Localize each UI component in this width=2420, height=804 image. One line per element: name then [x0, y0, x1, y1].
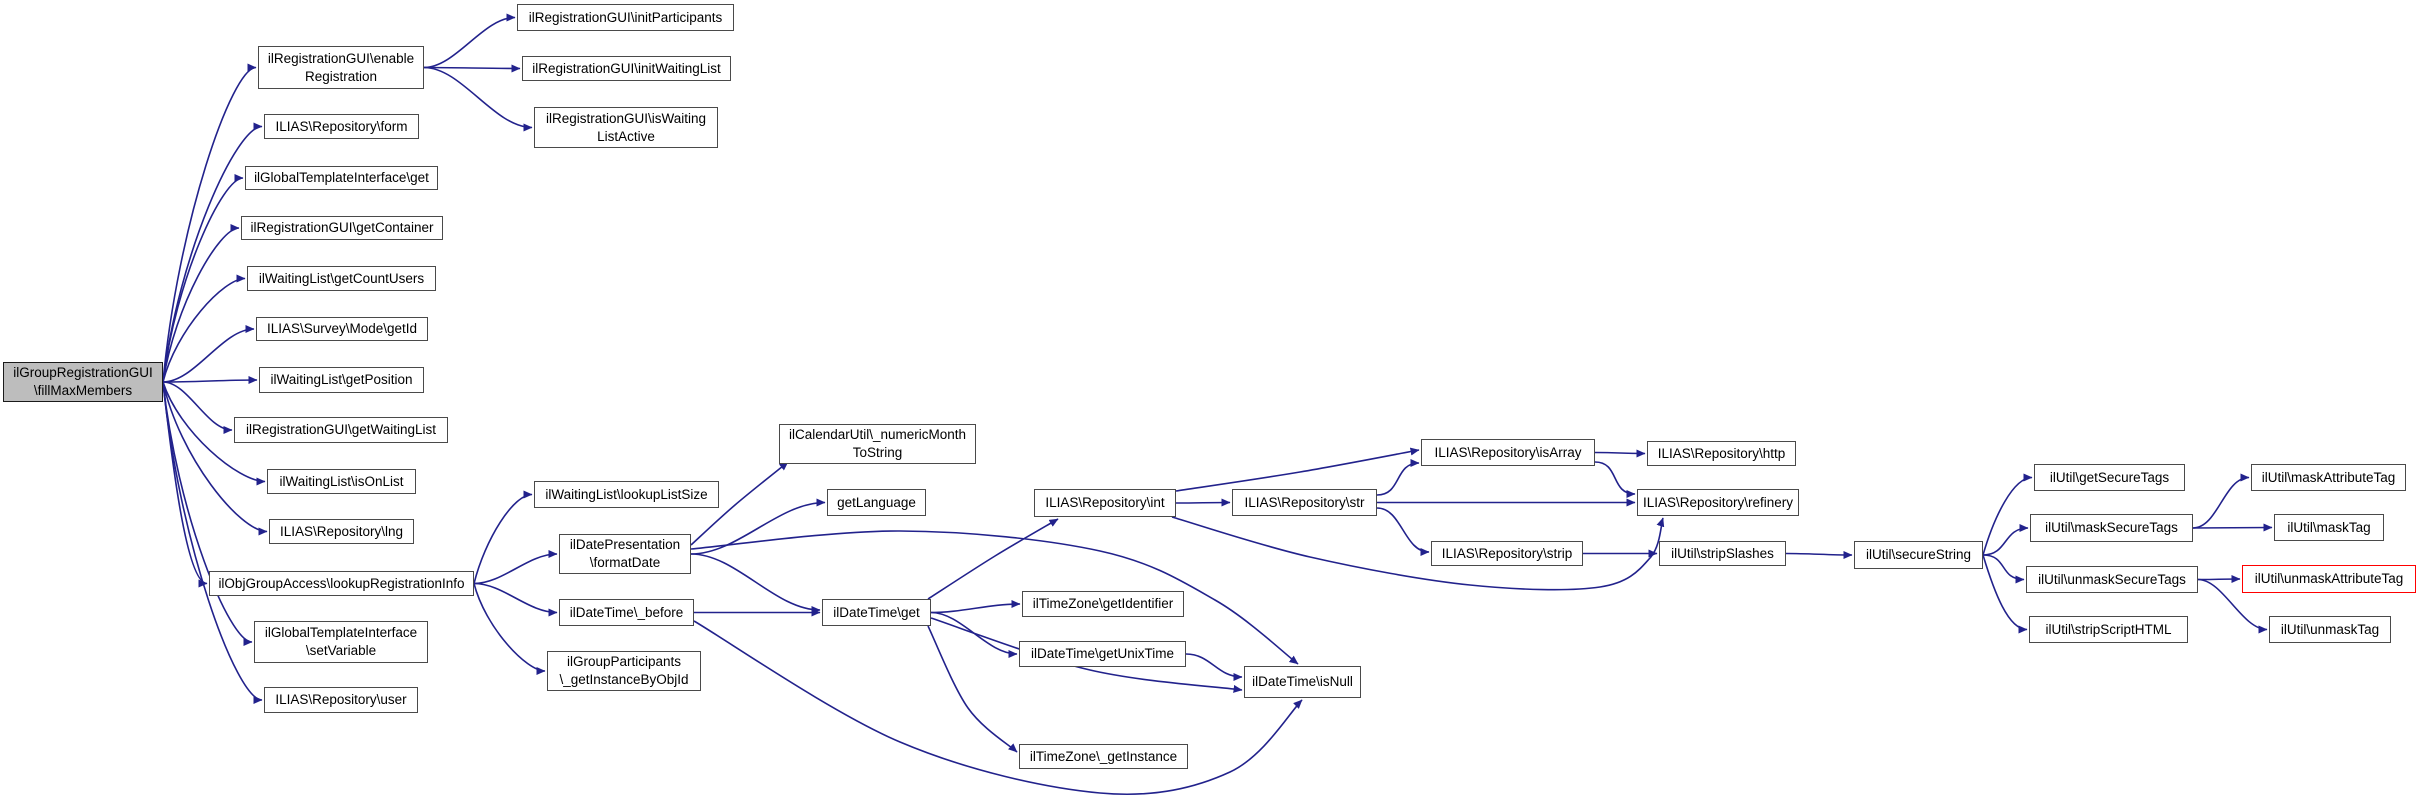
- graph-node-lookupListSize[interactable]: ilWaitingList\lookupListSize: [534, 481, 719, 508]
- graph-node-getLanguage[interactable]: getLanguage: [827, 489, 926, 516]
- edge-enableRegistration-initWaitingList: [423, 64, 521, 73]
- edge-secureString-stripScriptHTML: [1982, 554, 2028, 634]
- edge-before-isNull: [693, 620, 1303, 796]
- edge-fillMaxMembers-getCountUsers: [162, 274, 246, 383]
- graph-node-getInstanceByObjId[interactable]: ilGroupParticipants \_getInstanceByObjId: [547, 651, 701, 691]
- edge-str-isArray: [1376, 459, 1420, 496]
- graph-node-secureString[interactable]: ilUtil\secureString: [1854, 541, 1983, 569]
- edge-secureString-maskSecureTags: [1982, 524, 2029, 556]
- graph-node-unmaskAttributeTag[interactable]: ilUtil\unmaskAttributeTag: [2242, 565, 2416, 593]
- edge-unmaskSecureTags-unmaskTag: [2197, 578, 2268, 634]
- edge-enableRegistration-isWaitingListActive: [423, 66, 533, 132]
- edge-fillMaxMembers-getPosition: [162, 376, 258, 385]
- graph-node-form[interactable]: ILIAS\Repository\form: [264, 114, 419, 139]
- graph-node-stripSlashes[interactable]: ilUtil\stripSlashes: [1659, 541, 1786, 566]
- edge-maskSecureTags-maskAttributeTag: [2192, 473, 2250, 529]
- edge-int-isArray: [1175, 447, 1420, 492]
- graph-node-maskAttributeTag[interactable]: ilUtil\maskAttributeTag: [2251, 464, 2406, 491]
- graph-node-numericMonthToString[interactable]: ilCalendarUtil\_numericMonth ToString: [779, 424, 976, 464]
- graph-node-int[interactable]: ILIAS\Repository\int: [1034, 489, 1176, 517]
- edge-fillMaxMembers-getContainer: [162, 224, 240, 383]
- graph-node-unmaskTag[interactable]: ilUtil\unmaskTag: [2269, 616, 2391, 643]
- edge-lookupRegistrationInfo-before: [473, 582, 558, 617]
- graph-node-isArray[interactable]: ILIAS\Repository\isArray: [1421, 439, 1595, 466]
- graph-node-setVariable[interactable]: ilGlobalTemplateInterface \setVariable: [254, 621, 428, 663]
- graph-node-modeGetId[interactable]: ILIAS\Survey\Mode\getId: [256, 317, 428, 341]
- graph-node-enableRegistration[interactable]: ilRegistrationGUI\enable Registration: [258, 46, 424, 89]
- edge-fillMaxMembers-setVariable: [162, 381, 253, 646]
- edge-fillMaxMembers-tplGet: [162, 174, 244, 383]
- edge-fillMaxMembers-lng: [162, 381, 268, 536]
- edge-int-refinery: [1171, 516, 1665, 591]
- graph-node-lng[interactable]: ILIAS\Repository\lng: [269, 519, 414, 544]
- edge-enableRegistration-initParticipants: [423, 13, 516, 69]
- graph-node-refinery[interactable]: ILIAS\Repository\refinery: [1637, 489, 1799, 516]
- graph-node-maskSecureTags[interactable]: ilUtil\maskSecureTags: [2030, 514, 2193, 542]
- graph-node-getSecureTags[interactable]: ilUtil\getSecureTags: [2034, 464, 2185, 491]
- edge-formatDate-dtGet: [690, 553, 821, 614]
- edge-formatDate-numericMonthToString: [690, 461, 789, 546]
- edge-isArray-refinery: [1594, 461, 1636, 498]
- edge-stripSlashes-secureString: [1785, 550, 1853, 559]
- graph-node-initWaitingList[interactable]: ilRegistrationGUI\initWaitingList: [522, 56, 731, 81]
- edge-isArray-http: [1594, 449, 1646, 458]
- graph-node-unmaskSecureTags[interactable]: ilUtil\unmaskSecureTags: [2026, 566, 2198, 593]
- graph-node-http[interactable]: ILIAS\Repository\http: [1647, 441, 1796, 466]
- edge-lookupRegistrationInfo-getInstanceByObjId: [473, 583, 546, 675]
- graph-node-getIdentifier[interactable]: ilTimeZone\getIdentifier: [1022, 591, 1184, 617]
- graph-node-getPosition[interactable]: ilWaitingList\getPosition: [259, 367, 424, 393]
- graph-node-getWaitingList[interactable]: ilRegistrationGUI\getWaitingList: [234, 417, 448, 443]
- edge-lookupRegistrationInfo-lookupListSize: [473, 490, 533, 584]
- graph-node-isNull[interactable]: ilDateTime\isNull: [1244, 666, 1361, 698]
- graph-node-before[interactable]: ilDateTime\_before: [559, 599, 694, 626]
- graph-node-maskTag[interactable]: ilUtil\maskTag: [2274, 514, 2384, 541]
- edge-lookupRegistrationInfo-formatDate: [473, 550, 558, 585]
- graph-node-str[interactable]: ILIAS\Repository\str: [1232, 489, 1377, 516]
- edge-dtGet-getIdentifier: [930, 600, 1021, 614]
- edge-secureString-unmaskSecureTags: [1982, 554, 2025, 584]
- graph-node-tplGet[interactable]: ilGlobalTemplateInterface\get: [245, 166, 438, 190]
- edge-dtGet-getInstance: [927, 625, 1018, 753]
- edge-formatDate-isNull: [690, 530, 1299, 665]
- graph-node-getCountUsers[interactable]: ilWaitingList\getCountUsers: [247, 266, 436, 291]
- edge-maskSecureTags-maskTag: [2192, 523, 2273, 532]
- edge-fillMaxMembers-getWaitingList: [162, 381, 233, 434]
- graph-node-initParticipants[interactable]: ilRegistrationGUI\initParticipants: [517, 4, 734, 31]
- graph-node-getUnixTime[interactable]: ilDateTime\getUnixTime: [1019, 641, 1186, 667]
- graph-node-isOnList[interactable]: ilWaitingList\isOnList: [267, 469, 416, 494]
- graph-node-fillMaxMembers[interactable]: ilGroupRegistrationGUI \fillMaxMembers: [3, 362, 163, 402]
- edge-str-strip: [1376, 507, 1430, 556]
- edge-getUnixTime-isNull: [1185, 653, 1243, 681]
- graph-node-formatDate[interactable]: ilDatePresentation \formatDate: [559, 534, 691, 574]
- edge-dtGet-int: [927, 518, 1059, 600]
- graph-node-dtGet[interactable]: ilDateTime\get: [822, 599, 931, 626]
- graph-node-strip[interactable]: ILIAS\Repository\strip: [1431, 541, 1583, 566]
- edge-formatDate-getLanguage: [690, 498, 826, 555]
- edge-fillMaxMembers-modeGetId: [162, 325, 255, 383]
- graph-node-user[interactable]: ILIAS\Repository\user: [264, 687, 418, 713]
- graph-node-stripScriptHTML[interactable]: ilUtil\stripScriptHTML: [2029, 616, 2188, 643]
- edge-fillMaxMembers-user: [162, 381, 263, 704]
- edge-int-str: [1175, 498, 1231, 507]
- edge-fillMaxMembers-isOnList: [162, 381, 266, 486]
- edge-dtGet-isNull: [930, 617, 1243, 693]
- graph-node-lookupRegistrationInfo[interactable]: ilObjGroupAccess\lookupRegistrationInfo: [209, 571, 474, 596]
- graph-node-getInstance[interactable]: ilTimeZone\_getInstance: [1019, 744, 1188, 769]
- graph-node-getContainer[interactable]: ilRegistrationGUI\getContainer: [241, 216, 443, 240]
- edge-secureString-getSecureTags: [1982, 473, 2033, 556]
- edge-fillMaxMembers-enableRegistration: [162, 63, 257, 383]
- graph-node-isWaitingListActive[interactable]: ilRegistrationGUI\isWaiting ListActive: [534, 107, 718, 148]
